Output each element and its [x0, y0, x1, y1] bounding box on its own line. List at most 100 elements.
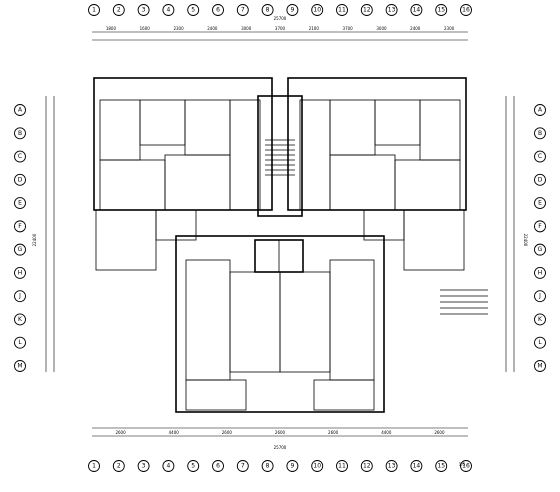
- top-axis-bubble-label: 12: [363, 7, 371, 14]
- left-axis-bubble: A: [14, 104, 26, 116]
- left-axis-bubble: C: [14, 150, 26, 163]
- left-dimension-chain: 22400: [32, 96, 55, 372]
- top-dimension-chain: 25700: [92, 16, 468, 41]
- bottom-segment-dimension: 2600: [222, 430, 233, 435]
- right-axis-bubble: H: [534, 266, 546, 279]
- right-axis-bubble: B: [534, 127, 546, 140]
- bottom-total-dimension: 25700: [274, 445, 287, 450]
- sheet-reference: 1/5: [459, 462, 466, 467]
- bottom-axis-bubble-label: 15: [437, 463, 445, 470]
- bottom-axis-bubble: 11: [336, 460, 348, 472]
- top-segment-dimension: 1800: [106, 26, 117, 31]
- bottom-axis-bubble: 3: [137, 460, 150, 472]
- bottom-axis-bubble-label: 11: [338, 463, 346, 470]
- bottom-axis-bubble: 5: [187, 460, 200, 472]
- right-axis-bubble: C: [534, 150, 546, 163]
- top-segment-dimension: 3000: [241, 26, 252, 31]
- left-axis-bubbles: A B C D EF G H J K L M: [14, 104, 26, 372]
- top-axis-bubble: 11: [336, 4, 348, 16]
- left-axis-bubble: G: [14, 243, 26, 256]
- top-axis-bubble-label: 5: [191, 7, 195, 14]
- top-axis-bubble: 16: [460, 4, 472, 16]
- left-axis-bubble: H: [14, 266, 26, 279]
- top-axis-bubble-label: 16: [462, 7, 470, 14]
- top-axis-bubble-label: 13: [388, 7, 396, 14]
- top-segment-dimension: 3700: [343, 26, 354, 31]
- bottom-axis-bubble-label: 12: [363, 463, 371, 470]
- bottom-axis-bubble-label: 13: [388, 463, 396, 470]
- left-axis-bubble: D: [14, 173, 26, 186]
- left-axis-bubble-label: K: [18, 316, 23, 323]
- right-axis-bubble-label: M: [537, 363, 542, 370]
- left-axis-bubble: F: [14, 220, 26, 233]
- bottom-axis-bubble-label: 14: [413, 463, 421, 470]
- lower-apartment-block: [175, 235, 385, 413]
- top-axis-bubble-label: 15: [437, 7, 445, 14]
- bottom-axis-bubble: 4: [162, 460, 175, 472]
- left-axis-bubble: L: [14, 336, 26, 349]
- bottom-axis-bubble-label: 16: [462, 463, 470, 470]
- top-axis-bubble: 7: [236, 4, 249, 16]
- upper-right-apartment: [287, 77, 467, 271]
- left-axis-bubble-label: C: [18, 153, 22, 160]
- left-axis-bubble: J: [14, 290, 26, 303]
- right-axis-bubble-label: L: [538, 339, 542, 346]
- top-axis-bubble: 5: [187, 4, 200, 16]
- bottom-axis-bubble-label: 10: [313, 463, 321, 470]
- top-axis-bubble-label: 9: [290, 7, 294, 14]
- left-axis-bubble-label: A: [18, 107, 23, 114]
- right-stair-hatch: [440, 289, 488, 315]
- bottom-axis-bubble-label: 9: [290, 463, 294, 470]
- right-axis-bubble: D: [534, 173, 546, 186]
- right-axis-bubble: G: [534, 243, 546, 256]
- bottom-segment-dimension: 4400: [169, 430, 180, 435]
- bottom-segment-dimension: 2600: [328, 430, 339, 435]
- top-axis-bubble: 13: [385, 4, 398, 16]
- bottom-axis-bubble-label: 5: [191, 463, 195, 470]
- left-axis-bubble: B: [14, 127, 26, 140]
- right-axis-bubble-label: H: [538, 269, 543, 276]
- top-segment-dimension: 2300: [444, 26, 455, 31]
- bottom-dimension-chain: 25700: [92, 427, 468, 450]
- left-axis-bubble-label: G: [18, 246, 23, 253]
- bottom-segment-dimension: 2600: [115, 430, 126, 435]
- bottom-segment-dimension: 2600: [434, 430, 445, 435]
- left-axis-bubble-label: J: [18, 293, 21, 300]
- right-axis-bubble: A: [534, 104, 546, 116]
- left-axis-bubble-label: D: [18, 176, 23, 183]
- top-axis-bubble-label: 7: [241, 7, 245, 14]
- top-axis-bubble-label: 14: [413, 7, 421, 14]
- bottom-axis-bubble: 12: [360, 460, 373, 472]
- right-axis-bubble: K: [534, 313, 546, 326]
- right-axis-bubble: F: [534, 220, 546, 233]
- top-total-dimension: 25700: [274, 16, 287, 21]
- left-axis-bubble: E: [14, 197, 26, 210]
- right-axis-bubble-label: F: [538, 223, 542, 230]
- left-axis-bubble-label: M: [17, 363, 22, 370]
- upper-left-apartment: [93, 77, 273, 271]
- top-segment-dimension: 2400: [207, 26, 218, 31]
- bottom-axis-bubble-label: 2: [117, 463, 121, 470]
- top-axis-bubble: 14: [410, 4, 423, 16]
- bottom-segment-dimension: 4400: [381, 430, 392, 435]
- top-axis-bubble-label: 1: [92, 7, 96, 14]
- bottom-axis-bubble-label: 6: [216, 463, 220, 470]
- top-axis-bubble: 10: [311, 4, 324, 16]
- left-axis-bubble-label: H: [18, 269, 23, 276]
- top-axis-bubble: 6: [212, 4, 224, 16]
- bottom-axis-bubble-label: 3: [142, 463, 146, 470]
- right-axis-bubble: J: [534, 290, 546, 303]
- bottom-axis-bubble-label: 1: [92, 463, 96, 470]
- top-axis-bubble-label: 4: [166, 7, 170, 14]
- left-axis-bubble: M: [14, 360, 26, 372]
- right-axis-bubble-label: D: [538, 176, 543, 183]
- bottom-axis-bubble: 14: [410, 460, 423, 472]
- bottom-axis-bubble: 10: [311, 460, 324, 472]
- top-axis-bubble: 4: [162, 4, 175, 16]
